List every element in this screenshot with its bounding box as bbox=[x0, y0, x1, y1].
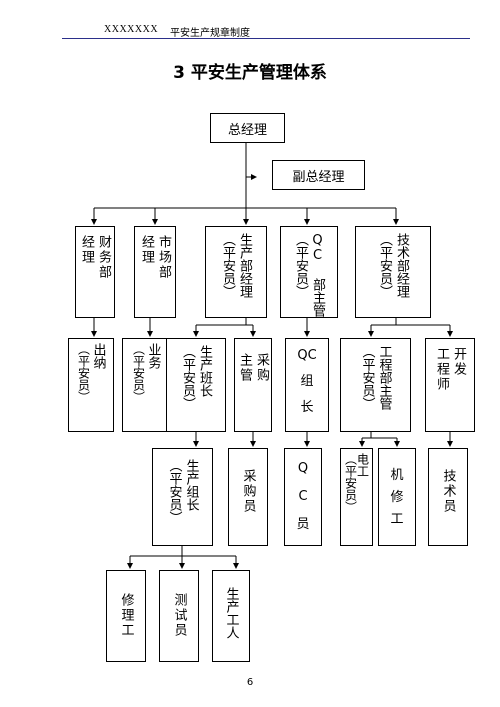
electrician-line2: （平安员） bbox=[343, 453, 358, 513]
qc-manager-line1: QC 部主管 bbox=[310, 233, 325, 317]
sales-line1: 业务 bbox=[145, 343, 161, 369]
mechanic-line1: 机 bbox=[390, 468, 404, 483]
qc-team-lead-box: QC 组 长 bbox=[285, 338, 329, 432]
tester-label: 测试员 bbox=[171, 593, 187, 638]
finance-manager-line2: 经理 bbox=[79, 235, 94, 265]
purchaser-box: 采购员 bbox=[228, 448, 268, 546]
qc-team-line2: 组 bbox=[300, 374, 314, 389]
production-worker-label: 生产工人 bbox=[223, 587, 239, 639]
technician-label: 技术员 bbox=[440, 469, 456, 514]
group-lead-box: 生产组长 （平安员） bbox=[152, 448, 213, 546]
qc-manager-box: QC 部主管 （平安员） bbox=[280, 226, 338, 318]
market-manager-box: 市场部 经理 bbox=[134, 226, 176, 318]
cashier-line2: （平安员） bbox=[76, 343, 91, 403]
team-lead-line1: 生产班长 bbox=[197, 345, 212, 397]
finance-manager-line1: 财务部 bbox=[96, 235, 111, 280]
page-number: 6 bbox=[246, 677, 254, 688]
production-manager-line2: （平安员） bbox=[220, 233, 235, 298]
repairer-label: 修理工 bbox=[118, 593, 134, 638]
electrician-box: 电工 （平安员） bbox=[340, 448, 373, 546]
production-manager-box: 生产部经理 （平安员） bbox=[205, 226, 267, 318]
general-manager-label: 总经理 bbox=[227, 122, 267, 138]
mechanic-line2: 修 bbox=[390, 490, 404, 505]
team-lead-box: 生产班长 （平安员） bbox=[166, 338, 226, 432]
general-manager-box: 总经理 bbox=[210, 113, 285, 143]
tech-manager-box: 技术部经理 （平安员） bbox=[355, 226, 431, 318]
tester-box: 测试员 bbox=[159, 570, 199, 662]
deputy-general-manager-label: 副总经理 bbox=[292, 169, 345, 185]
development-engineer-box: 开发 工程师 bbox=[425, 338, 475, 432]
purchasing-manager-line2: 主管 bbox=[237, 353, 252, 383]
technician-box: 技术员 bbox=[428, 448, 468, 546]
tech-manager-line1: 技术部经理 bbox=[394, 233, 409, 298]
market-manager-line1: 市场部 bbox=[156, 235, 171, 280]
group-lead-line2: （平安员） bbox=[166, 459, 182, 524]
qc-staff-line1: Q bbox=[297, 461, 309, 476]
header-doc-title: 平安生产规章制度 bbox=[170, 28, 250, 39]
engineering-manager-box: 工程部主管 （平安员） bbox=[340, 338, 411, 432]
tech-manager-line2: （平安员） bbox=[377, 233, 392, 298]
engineering-manager-line1: 工程部主管 bbox=[376, 345, 392, 410]
qc-staff-line2: C bbox=[298, 489, 308, 504]
mechanic-line3: 工 bbox=[390, 512, 404, 527]
cashier-box: 出纳 （平安员） bbox=[68, 338, 114, 432]
qc-staff-line3: 员 bbox=[296, 517, 310, 532]
sales-box: 业务 （平安员） bbox=[122, 338, 170, 432]
team-lead-line2: （平安员） bbox=[180, 345, 195, 410]
sales-line2: （平安员） bbox=[131, 343, 146, 403]
finance-manager-box: 财务部 经理 bbox=[75, 226, 115, 318]
qc-manager-line2: （平安员） bbox=[293, 233, 308, 298]
cashier-line1: 出纳 bbox=[90, 343, 106, 369]
purchasing-manager-line1: 采购 bbox=[254, 353, 269, 383]
group-lead-line1: 生产组长 bbox=[183, 459, 199, 511]
header-code: XXXXXXX bbox=[104, 24, 159, 35]
repairer-box: 修理工 bbox=[106, 570, 146, 662]
purchasing-manager-box: 采购 主管 bbox=[234, 338, 272, 432]
qc-team-line1: QC bbox=[297, 348, 317, 363]
development-engineer-line1: 开发 bbox=[451, 347, 466, 377]
qc-staff-box: Q C 员 bbox=[284, 448, 322, 546]
production-worker-box: 生产工人 bbox=[212, 570, 250, 662]
mechanic-box: 机 修 工 bbox=[378, 448, 416, 546]
production-manager-line1: 生产部经理 bbox=[237, 233, 252, 298]
market-manager-line2: 经理 bbox=[139, 235, 154, 265]
electrician-line1: 电工 bbox=[355, 453, 370, 477]
deputy-general-manager-box: 副总经理 bbox=[272, 160, 365, 190]
section-title: 3 平安生产管理体系 bbox=[173, 63, 327, 83]
development-engineer-line2: 工程师 bbox=[434, 347, 449, 392]
purchaser-label: 采购员 bbox=[240, 469, 256, 514]
qc-team-line3: 长 bbox=[300, 400, 314, 415]
header-rule bbox=[62, 38, 470, 39]
engineering-manager-line2: （平安员） bbox=[359, 345, 375, 410]
